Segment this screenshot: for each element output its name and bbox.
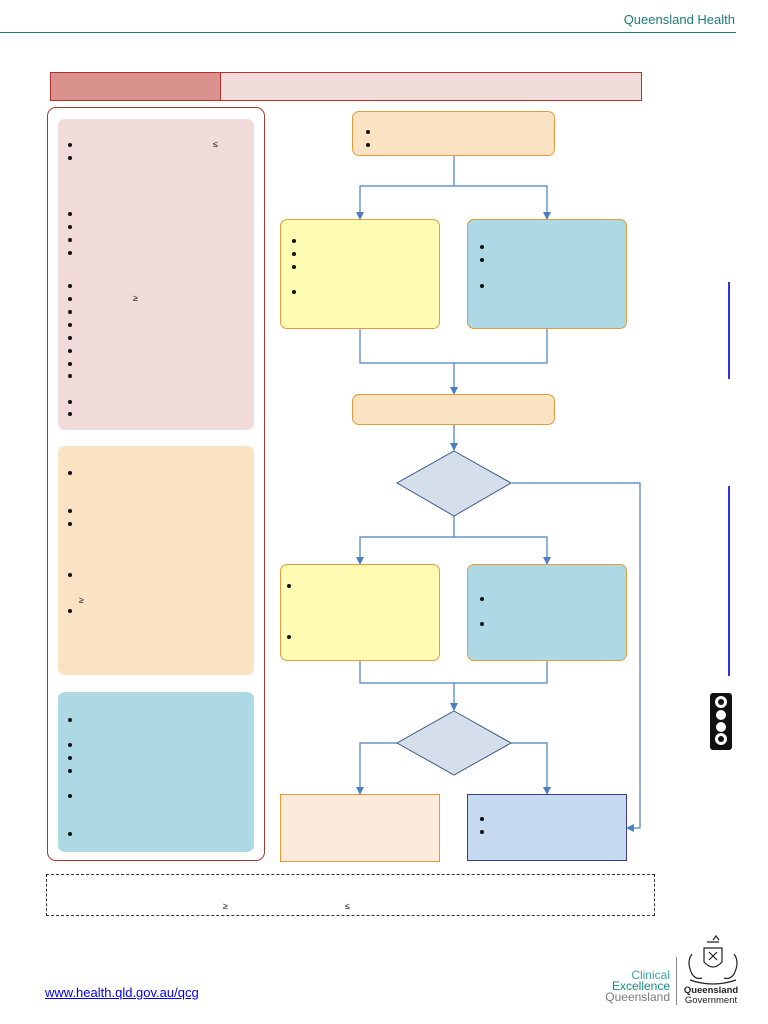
flow-end-box-right — [467, 794, 627, 861]
flow-box-blue-lower — [467, 564, 627, 661]
list-bullet — [68, 336, 72, 340]
list-bullet — [68, 609, 72, 613]
footnote-box — [46, 874, 655, 916]
logo-line-excellence: Excellence — [611, 979, 670, 993]
list-bullet — [68, 522, 72, 526]
list-bullet — [68, 284, 72, 288]
list-bullet — [68, 362, 72, 366]
decision-diamond-lower — [395, 710, 513, 776]
list-bullet — [68, 509, 72, 513]
list-bullet — [366, 130, 370, 134]
list-bullet — [292, 239, 296, 243]
list-bullet — [292, 290, 296, 294]
side-panel-peach — [58, 446, 254, 675]
flow-middle-box — [352, 394, 555, 425]
list-bullet — [68, 225, 72, 229]
flow-start-box — [352, 111, 555, 156]
gov-line-government: Government — [684, 995, 738, 1006]
le-symbol: ≤ — [345, 901, 350, 911]
ge-symbol: ≥ — [133, 293, 138, 303]
title-bar-content-cell — [221, 72, 642, 101]
header-rule — [0, 32, 736, 33]
header-title: Queensland Health — [623, 12, 735, 27]
side-panel-blue — [58, 692, 254, 852]
list-bullet — [68, 756, 72, 760]
list-bullet — [480, 258, 484, 262]
creative-commons-icon — [710, 693, 732, 750]
list-bullet — [68, 297, 72, 301]
flow-box-blue-upper — [467, 219, 627, 329]
ge-symbol: ≥ — [79, 595, 84, 605]
margin-marker-upper — [728, 282, 730, 379]
clinical-excellence-logo: Clinical Excellence Queensland — [604, 968, 670, 1004]
list-bullet — [68, 718, 72, 722]
list-bullet — [68, 471, 72, 475]
list-bullet — [287, 584, 291, 588]
list-bullet — [287, 635, 291, 639]
decision-diamond-upper — [395, 450, 513, 517]
list-bullet — [68, 374, 72, 378]
list-bullet — [366, 143, 370, 147]
list-bullet — [480, 817, 484, 821]
list-bullet — [480, 622, 484, 626]
logo-line-queensland: Queensland — [605, 990, 670, 1004]
list-bullet — [68, 832, 72, 836]
logo-divider — [676, 957, 677, 1005]
list-bullet — [68, 794, 72, 798]
ge-symbol: ≥ — [223, 901, 228, 911]
list-bullet — [68, 412, 72, 416]
flow-box-yellow-upper — [280, 219, 440, 329]
gov-line-queensland: Queensland — [683, 985, 739, 996]
side-panel-pink — [58, 119, 254, 430]
list-bullet — [68, 251, 72, 255]
list-bullet — [68, 573, 72, 577]
side-panel-frame — [47, 107, 265, 861]
title-bar-label-cell — [50, 72, 221, 101]
flow-box-yellow-lower — [280, 564, 440, 661]
list-bullet — [68, 143, 72, 147]
list-bullet — [68, 323, 72, 327]
flow-end-box-left — [280, 794, 440, 862]
queensland-crest-icon — [682, 934, 744, 986]
list-bullet — [68, 310, 72, 314]
list-bullet — [68, 400, 72, 404]
margin-marker-lower — [728, 486, 730, 676]
list-bullet — [480, 597, 484, 601]
queensland-government-label: Queensland Government — [682, 986, 740, 1006]
list-bullet — [68, 238, 72, 242]
list-bullet — [292, 252, 296, 256]
list-bullet — [480, 284, 484, 288]
le-symbol: ≤ — [213, 139, 218, 149]
logo-line-clinical: Clinical — [631, 968, 670, 982]
list-bullet — [68, 349, 72, 353]
list-bullet — [68, 212, 72, 216]
footer-website-link[interactable]: www.health.qld.gov.au/qcg — [45, 985, 199, 1000]
list-bullet — [292, 265, 296, 269]
list-bullet — [68, 156, 72, 160]
list-bullet — [68, 743, 72, 747]
list-bullet — [480, 830, 484, 834]
list-bullet — [68, 769, 72, 773]
list-bullet — [480, 245, 484, 249]
